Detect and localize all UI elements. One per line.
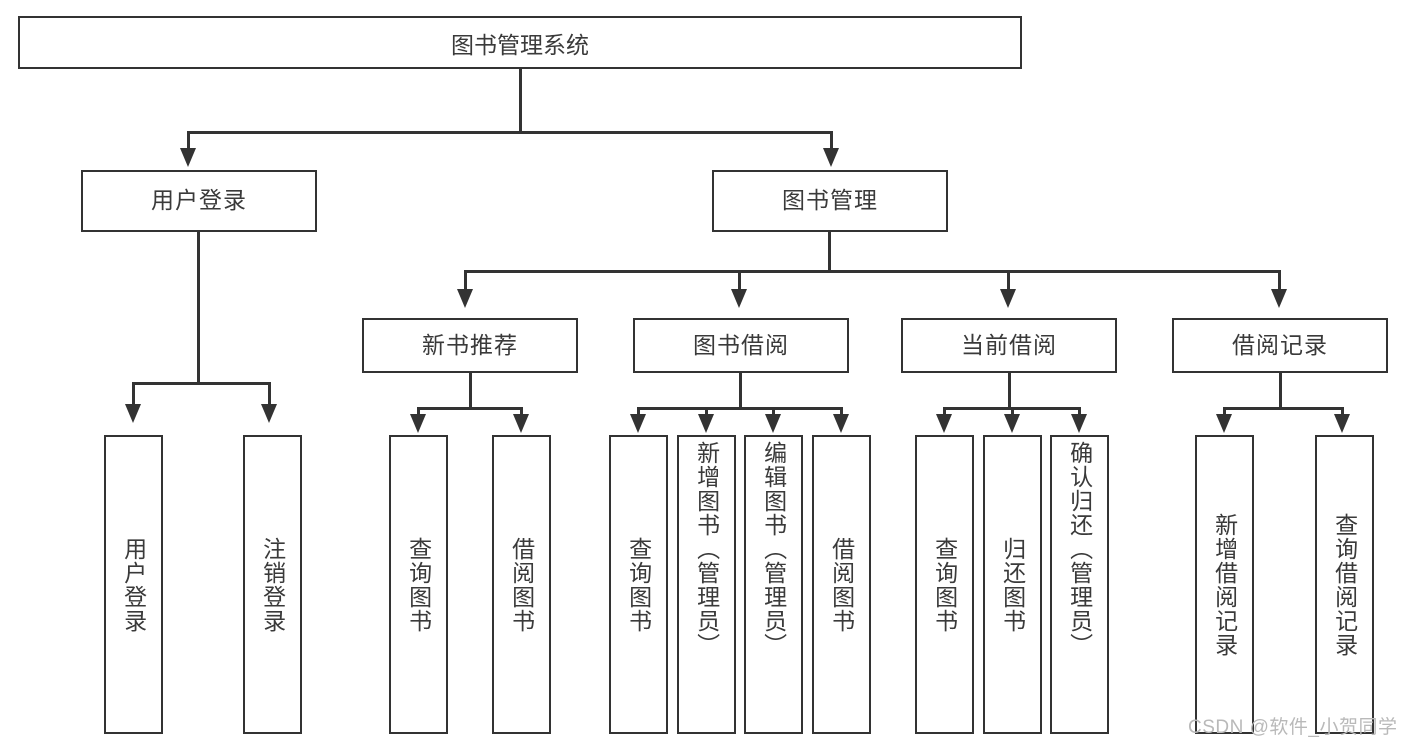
arrow-to-book-management (823, 148, 839, 167)
arrow-to-add-book (698, 414, 714, 433)
watermark-text: CSDN @软件_小贺同学 (1188, 717, 1398, 738)
connector-user-login-bus (132, 382, 270, 385)
node-label: 查询图书 (931, 536, 958, 633)
arrow-to-logout-leaf (261, 404, 277, 423)
connector-book-borrow-drop-1 (637, 407, 640, 419)
connector-level3-drop-2 (738, 270, 741, 290)
arrow-to-book-borrow (731, 289, 747, 308)
connector-current-borrow-drop-2 (1011, 407, 1014, 419)
leaf-query-borrow-record[interactable]: 查询借阅记录 (1315, 435, 1374, 734)
leaf-return-book[interactable]: 归还图书 (983, 435, 1042, 734)
node-book-borrow[interactable]: 图书借阅 (633, 318, 849, 373)
node-root-book-management-system[interactable]: 图书管理系统 (18, 16, 1022, 69)
leaf-add-borrow-record[interactable]: 新增借阅记录 (1195, 435, 1254, 734)
node-label: 图书借阅 (693, 331, 789, 358)
node-label: 借阅图书 (508, 536, 535, 633)
node-label: 用户登录 (120, 536, 147, 633)
connector-book-borrow-stem (739, 373, 742, 409)
node-label: 当前借阅 (961, 331, 1057, 358)
connector-new-book-drop-2 (520, 407, 523, 419)
connector-book-borrow-drop-4 (840, 407, 843, 419)
arrow-to-borrow-record (1271, 289, 1287, 308)
leaf-add-book-admin[interactable]: 新增图书（管理员） (677, 435, 736, 734)
connector-root-stem (519, 69, 522, 132)
arrow-to-borrow-book-1 (513, 414, 529, 433)
node-borrow-record[interactable]: 借阅记录 (1172, 318, 1388, 373)
connector-level2-bus (187, 131, 833, 134)
node-label: 借阅记录 (1232, 331, 1328, 358)
arrow-to-return-book (1004, 414, 1020, 433)
connector-user-login-stem (197, 232, 200, 384)
connector-book-borrow-drop-3 (772, 407, 775, 419)
connector-user-login-drop-1 (132, 382, 135, 404)
connector-new-book-stem (469, 373, 472, 409)
connector-level3-drop-4 (1278, 270, 1281, 290)
node-label: 借阅图书 (828, 536, 855, 633)
node-label: 用户登录 (151, 187, 247, 214)
node-label: 图书管理 (782, 187, 878, 214)
node-label: 注销登录 (259, 536, 286, 633)
connector-level3-bus (464, 270, 1280, 273)
arrow-to-query-book-1 (410, 414, 426, 433)
connector-level2-drop-1 (187, 131, 190, 149)
node-label: 图书管理系统 (451, 31, 589, 58)
node-label: 查询图书 (405, 536, 432, 633)
node-label: 新增借阅记录 (1211, 512, 1238, 657)
connector-book-borrow-drop-2 (705, 407, 708, 419)
connector-level3-drop-1 (464, 270, 467, 290)
arrow-to-query-book-3 (936, 414, 952, 433)
node-book-management[interactable]: 图书管理 (712, 170, 948, 232)
connector-level3-drop-3 (1007, 270, 1010, 290)
connector-current-borrow-drop-3 (1078, 407, 1081, 419)
leaf-logout[interactable]: 注销登录 (243, 435, 302, 734)
node-current-borrow[interactable]: 当前借阅 (901, 318, 1117, 373)
leaf-query-book-recommend[interactable]: 查询图书 (389, 435, 448, 734)
connector-new-book-bus (417, 407, 522, 410)
node-label: 确认归还（管理员） (1066, 441, 1093, 657)
connector-book-management-stem (828, 232, 831, 272)
arrow-to-query-borrow-record (1334, 414, 1350, 433)
node-label: 编辑图书（管理员） (760, 441, 787, 657)
leaf-borrow-book-recommend[interactable]: 借阅图书 (492, 435, 551, 734)
leaf-edit-book-admin[interactable]: 编辑图书（管理员） (744, 435, 803, 734)
arrow-to-current-borrow (1000, 289, 1016, 308)
node-label: 查询图书 (625, 536, 652, 633)
arrow-to-add-borrow-record (1216, 414, 1232, 433)
connector-borrow-record-bus (1223, 407, 1343, 410)
leaf-borrow-book-borrow[interactable]: 借阅图书 (812, 435, 871, 734)
connector-borrow-record-stem (1279, 373, 1282, 409)
leaf-query-book-current[interactable]: 查询图书 (915, 435, 974, 734)
connector-user-login-drop-2 (268, 382, 271, 404)
arrow-to-user-login (180, 148, 196, 167)
leaf-confirm-return-admin[interactable]: 确认归还（管理员） (1050, 435, 1109, 734)
arrow-to-query-book-2 (630, 414, 646, 433)
arrow-to-new-book-recommend (457, 289, 473, 308)
connector-book-borrow-bus (637, 407, 843, 410)
connector-borrow-record-drop-1 (1223, 407, 1226, 419)
arrow-to-borrow-book-2 (833, 414, 849, 433)
arrow-to-user-login-leaf (125, 404, 141, 423)
connector-current-borrow-drop-1 (943, 407, 946, 419)
watermark-csdn: CSDN @软件_小贺同学 (1188, 712, 1397, 739)
node-label: 新书推荐 (422, 331, 518, 358)
node-label: 归还图书 (999, 536, 1026, 633)
connector-current-borrow-stem (1008, 373, 1011, 409)
leaf-query-book-borrow[interactable]: 查询图书 (609, 435, 668, 734)
arrow-to-confirm-return (1071, 414, 1087, 433)
node-user-login[interactable]: 用户登录 (81, 170, 317, 232)
connector-new-book-drop-1 (417, 407, 420, 419)
connector-borrow-record-drop-2 (1341, 407, 1344, 419)
arrow-to-edit-book (765, 414, 781, 433)
node-new-book-recommend[interactable]: 新书推荐 (362, 318, 578, 373)
leaf-user-login[interactable]: 用户登录 (104, 435, 163, 734)
node-label: 新增图书（管理员） (693, 441, 720, 657)
connector-level2-drop-2 (830, 131, 833, 149)
node-label: 查询借阅记录 (1331, 512, 1358, 657)
